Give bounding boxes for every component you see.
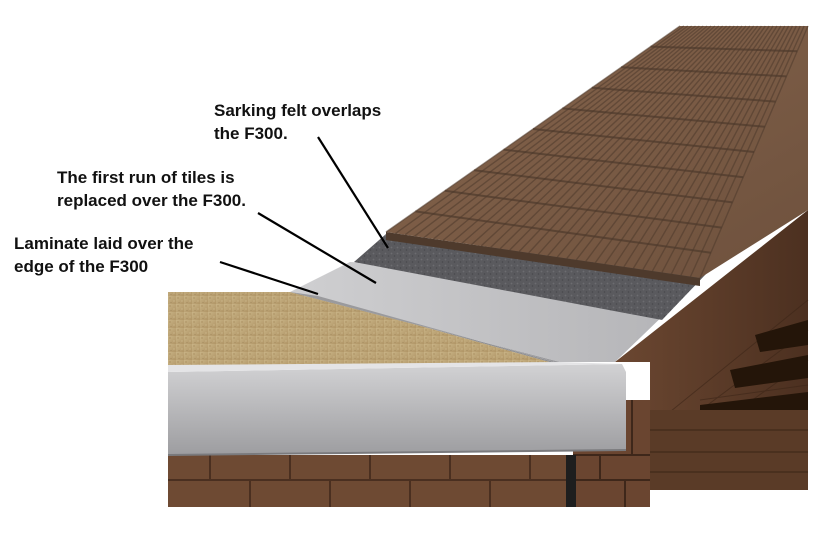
rafter-gap-2 <box>730 355 808 388</box>
tile-course-line <box>474 169 733 204</box>
leader-line-tiles <box>257 212 377 284</box>
tile-course-line <box>591 86 776 103</box>
callout-tiles-line1: The first run of tiles is <box>57 168 235 187</box>
f300-fascia-top <box>168 362 622 372</box>
roof-tiles-front-edge <box>386 232 700 286</box>
tile-course-line <box>503 148 744 179</box>
tile-course-line <box>562 107 765 128</box>
deck-board <box>168 292 560 365</box>
rafter-gap-1 <box>755 320 808 352</box>
leader-line-laminate <box>219 260 319 296</box>
pier-shadow <box>566 455 576 507</box>
callout-laminate: Laminate laid over the edge of the F300 <box>14 232 194 278</box>
callout-laminate-line1: Laminate laid over the <box>14 234 194 253</box>
brick-mortar <box>168 455 573 507</box>
callout-sarking-line1: Sarking felt overlaps <box>214 101 382 120</box>
tile-course-line <box>532 128 755 153</box>
rafter-gap-3 <box>700 392 808 410</box>
callout-tiles-line2: replaced over the F300. <box>57 191 246 210</box>
tile-course-line <box>650 45 798 53</box>
callout-sarking-felt: Sarking felt overlaps the F300. <box>214 99 381 145</box>
f300-fascia-trim <box>168 364 626 455</box>
f300-fascia-bottom-edge <box>167 449 627 456</box>
sarking-felt <box>354 234 706 320</box>
tile-course-line <box>621 66 787 78</box>
brick-pier-mortar <box>573 400 650 507</box>
callout-laminate-line2: edge of the F300 <box>14 257 149 276</box>
tile-course-line <box>444 189 722 229</box>
tile-course-lines <box>385 25 809 279</box>
callout-first-run-tiles: The first run of tiles is replaced over … <box>57 166 246 212</box>
timber-plank-lower <box>636 410 808 490</box>
tile-course-line <box>415 210 711 254</box>
timber-plank-lines <box>636 429 808 473</box>
callout-sarking-line2: the F300. <box>214 124 288 143</box>
leader-line-sarking <box>317 136 389 249</box>
